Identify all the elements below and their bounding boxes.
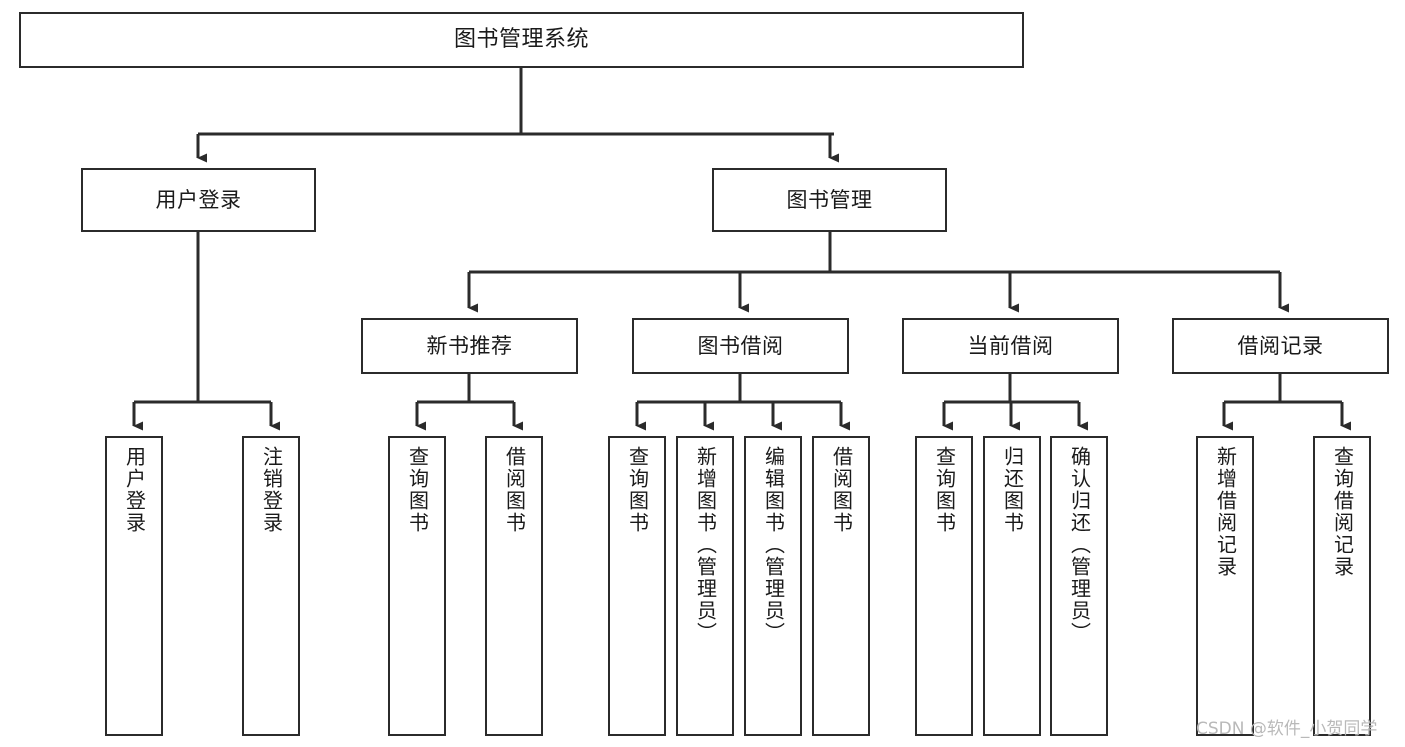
node-borrow-record-label: 借阅记录 — [1237, 333, 1324, 358]
node-root-label: 图书管理系统 — [453, 27, 589, 53]
node-leaf-return-book-label: 归还图书 — [1000, 446, 1025, 534]
node-leaf-confirm-return-label: 确认归还（管理员） — [1067, 446, 1092, 644]
node-current-borrow-label: 当前借阅 — [967, 333, 1054, 358]
node-leaf-logout[interactable]: 注销登录 — [242, 436, 300, 736]
node-leaf-borrow-book-2-label: 借阅图书 — [829, 446, 854, 534]
node-leaf-query-book-2-label: 查询图书 — [625, 446, 650, 534]
node-book-borrow-label: 图书借阅 — [697, 333, 784, 358]
node-leaf-edit-book-label: 编辑图书（管理员） — [761, 446, 786, 644]
node-leaf-add-book-label: 新增图书（管理员） — [693, 446, 718, 644]
node-new-book-rec[interactable]: 新书推荐 — [361, 318, 578, 374]
node-leaf-add-book[interactable]: 新增图书（管理员） — [676, 436, 734, 736]
node-leaf-user-login-label: 用户登录 — [122, 446, 147, 534]
node-new-book-rec-label: 新书推荐 — [426, 333, 513, 358]
node-leaf-query-book-2[interactable]: 查询图书 — [608, 436, 666, 736]
node-leaf-edit-book[interactable]: 编辑图书（管理员） — [744, 436, 802, 736]
node-leaf-query-book-1[interactable]: 查询图书 — [388, 436, 446, 736]
node-leaf-query-book-3[interactable]: 查询图书 — [915, 436, 973, 736]
node-leaf-query-book-3-label: 查询图书 — [932, 446, 957, 534]
node-leaf-add-record-label: 新增借阅记录 — [1213, 446, 1238, 578]
node-borrow-record[interactable]: 借阅记录 — [1172, 318, 1389, 374]
node-leaf-logout-label: 注销登录 — [259, 446, 284, 534]
watermark-text: CSDN @软件_小贺同学 — [1196, 719, 1378, 739]
node-book-manage[interactable]: 图书管理 — [712, 168, 947, 232]
node-current-borrow[interactable]: 当前借阅 — [902, 318, 1119, 374]
node-leaf-query-record-label: 查询借阅记录 — [1330, 446, 1355, 578]
node-book-borrow[interactable]: 图书借阅 — [632, 318, 849, 374]
node-user-login-label: 用户登录 — [155, 187, 242, 212]
node-leaf-borrow-book-2[interactable]: 借阅图书 — [812, 436, 870, 736]
node-user-login[interactable]: 用户登录 — [81, 168, 316, 232]
node-leaf-user-login[interactable]: 用户登录 — [105, 436, 163, 736]
node-leaf-query-book-1-label: 查询图书 — [405, 446, 430, 534]
node-book-manage-label: 图书管理 — [786, 187, 873, 212]
node-leaf-borrow-book-1[interactable]: 借阅图书 — [485, 436, 543, 736]
node-leaf-confirm-return[interactable]: 确认归还（管理员） — [1050, 436, 1108, 736]
node-leaf-return-book[interactable]: 归还图书 — [983, 436, 1041, 736]
node-root[interactable]: 图书管理系统 — [19, 12, 1024, 68]
node-leaf-borrow-book-1-label: 借阅图书 — [502, 446, 527, 534]
node-leaf-query-record[interactable]: 查询借阅记录 — [1313, 436, 1371, 736]
node-leaf-add-record[interactable]: 新增借阅记录 — [1196, 436, 1254, 736]
